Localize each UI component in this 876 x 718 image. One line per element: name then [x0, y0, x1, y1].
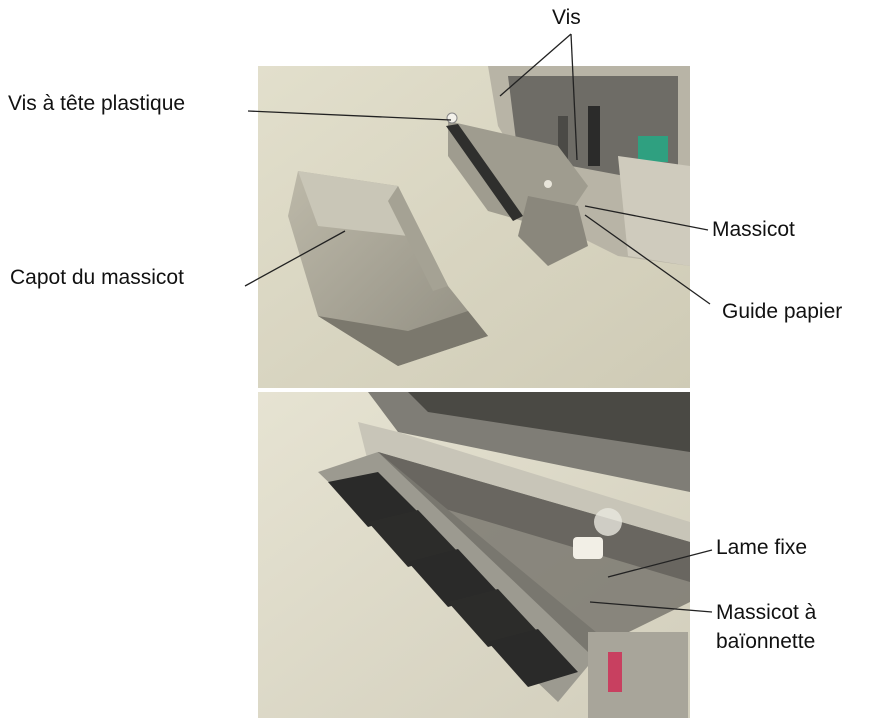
- leader-capot: [244, 230, 346, 287]
- photo-cutter-cover-removed: [258, 66, 690, 388]
- label-massicot: Massicot: [712, 218, 795, 241]
- leader-lame-fixe: [607, 549, 713, 578]
- label-massicot-baionnette-line2: baïonnette: [716, 630, 816, 653]
- cutter-cover: [288, 171, 488, 366]
- label-vis: Vis: [552, 6, 581, 29]
- leader-vis-1: [499, 33, 572, 97]
- leader-massicot-baionnette: [589, 601, 713, 613]
- leader-guide-papier: [584, 214, 711, 305]
- leader-vis-2: [570, 33, 578, 161]
- photo-cutter-blades: [258, 392, 690, 718]
- printer-interior: [408, 392, 690, 452]
- leader-massicot: [584, 205, 709, 231]
- label-vis-tete-plastique: Vis à tête plastique: [8, 92, 186, 115]
- label-lame-fixe: Lame fixe: [716, 536, 808, 559]
- rotary-cutter: [318, 452, 690, 718]
- leader-vis-tete-plastique: [247, 110, 452, 121]
- label-guide-papier: Guide papier: [722, 300, 843, 323]
- label-massicot-baionnette-line1: Massicot à: [716, 601, 817, 624]
- cutter-unit: [446, 121, 588, 266]
- label-capot-du-massicot: Capot du massicot: [10, 266, 184, 289]
